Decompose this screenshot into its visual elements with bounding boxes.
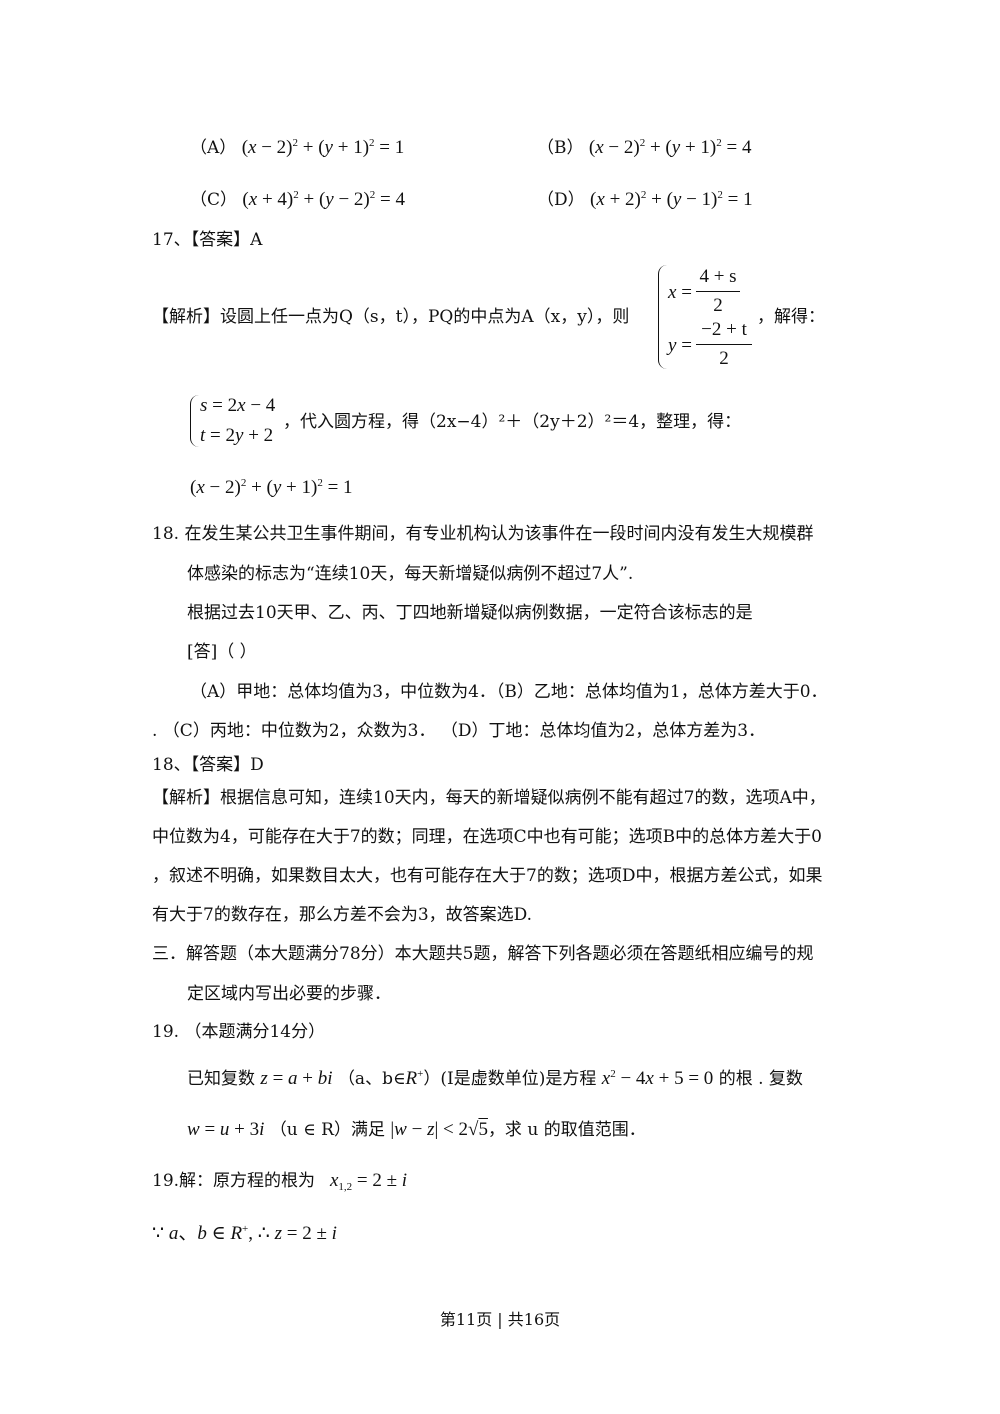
after-system-1: ，解得： (757, 307, 825, 327)
option-d-label: （D） (537, 190, 585, 210)
q19-solution-text: 19.解：原方程的根为 (152, 1171, 316, 1191)
q19-text-3: 的根 . 复数 (718, 1069, 803, 1089)
q19-text-2b: ）(I是虚数单位)是方程 (423, 1069, 597, 1089)
option-c: （C） (x + 4)2 + (y − 2)2 = 4 (190, 188, 405, 212)
option-b-expr: (x − 2)2 + (y + 1)2 = 4 (588, 137, 752, 158)
q18-analysis-line-1: 【解析】根据信息可知，连续10天内，每天的新增疑似病例不能有超过7的数，选项A中… (152, 788, 826, 808)
sys1-y-denominator: 2 (719, 348, 729, 369)
q18-options-cd: . （C）丙地：中位数为2，众数为3． （D）丁地：总体均值为2，总体方差为3． (152, 721, 766, 741)
option-b: （B） (x − 2)2 + (y + 1)2 = 4 (537, 136, 751, 160)
page-footer: 第11页 | 共16页 (439, 1310, 561, 1329)
quadratic-equation: x2 − 4x + 5 = 0 (601, 1068, 714, 1089)
q19-text-5: ，求 u 的取值范围． (487, 1120, 646, 1140)
q19-statement-line-2: w = u + 3i （u ∈ R）满足 |w − z| < 2√5，求 u 的… (187, 1118, 646, 1142)
q18-analysis-line-2: 中位数为4，可能存在大于7的数；同理，在选项C中也有可能；选项B中的总体方差大于… (152, 827, 822, 847)
q18-options-ab: （A）甲地：总体均值为3，中位数为4．（B）乙地：总体均值为1，总体方差大于0． (190, 682, 828, 702)
option-c-label: （C） (190, 190, 238, 210)
q18-line-4: [答]（ ） (187, 642, 257, 662)
sys1-x-numerator: 4 + s (699, 266, 737, 287)
q17-answer: 17、【答案】A (152, 230, 263, 250)
system-brace-1 (658, 265, 667, 369)
option-b-label: （B） (537, 138, 584, 158)
q19-text-4: （u ∈ R）满足 (269, 1120, 385, 1140)
q18-line-1: 18. 在发生某公共卫生事件期间，有专业机构认为该事件在一段时间内没有发生大规模… (152, 524, 814, 544)
section3-line-1: 三．解答题（本大题满分78分）本大题共5题，解答下列各题必须在答题纸相应编号的规 (152, 944, 814, 964)
real-positive-set: R+ (405, 1068, 424, 1089)
option-a-label: （A） (190, 138, 237, 158)
q19-statement-line-1: 已知复数 z = a + bi （a、b∈R+）(I是虚数单位)是方程 x2 −… (187, 1067, 803, 1091)
option-d: （D） (x + 2)2 + (y − 1)2 = 1 (537, 188, 753, 212)
roots-expression: x1,2 = 2 ± i (329, 1170, 408, 1193)
sys2-t: t = 2y + 2 (200, 425, 274, 446)
sys1-y-lhs: y = (668, 335, 692, 356)
q17-result: (x − 2)2 + (y + 1)2 = 1 (190, 477, 353, 498)
w-expression: w = u + 3i (187, 1119, 265, 1140)
q18-analysis-line-4: 有大于7的数存在，那么方差不会为3，故答案选D. (152, 905, 533, 925)
system-brace-2 (190, 395, 199, 447)
q18-answer: 18、【答案】D (152, 755, 264, 775)
option-c-expr: (x + 4)2 + (y − 2)2 = 4 (242, 189, 405, 210)
sys1-y-fraction: −2 + t 2 (696, 318, 752, 371)
sys2-s: s = 2x − 4 (200, 395, 276, 416)
q18-line-2: 体感染的标志为“连续10天，每天新增疑似病例不超过7人”. (187, 564, 634, 584)
option-d-expr: (x + 2)2 + (y − 1)2 = 1 (590, 189, 753, 210)
option-a: （A） (x − 2)2 + (y + 1)2 = 1 (190, 136, 404, 160)
q19-text-1: 已知复数 (187, 1069, 255, 1089)
q19-solution-line-1: 19.解：原方程的根为 x1,2 = 2 ± i (152, 1169, 407, 1193)
q19-header: 19. （本题满分14分） (152, 1022, 326, 1042)
z-expression: z = a + bi (260, 1068, 333, 1089)
abs-inequality: |w − z| < 2√5 (390, 1119, 488, 1140)
sys1-y-numerator: −2 + t (701, 319, 747, 340)
q18-analysis-line-3: ，叙述不明确，如果数目太大，也有可能存在大于7的数；选项D中，根据方差公式，如果 (152, 866, 823, 886)
sys1-x-fraction: 4 + s 2 (696, 265, 740, 318)
q18-line-3: 根据过去10天甲、乙、丙、丁四地新增疑似病例数据，一定符合该标志的是 (187, 603, 753, 623)
q17-analysis-intro: 【解析】设圆上任一点为Q（s，t），PQ的中点为A（x，y），则 (152, 307, 630, 327)
sys1-x-denominator: 2 (713, 295, 723, 316)
q19-text-2: （a、b∈ (337, 1069, 406, 1089)
option-a-expr: (x − 2)2 + (y + 1)2 = 1 (241, 137, 405, 158)
section3-line-2: 定区域内写出必要的步骤． (187, 984, 391, 1004)
sys1-x-lhs: x = (668, 282, 692, 303)
after-system-2: ，代入圆方程，得（2x−4）²＋（2y＋2）²＝4，整理，得： (283, 412, 742, 432)
q19-solution-line-2: ∵ a、b ∈ R+, ∴ z = 2 ± i (152, 1223, 337, 1244)
